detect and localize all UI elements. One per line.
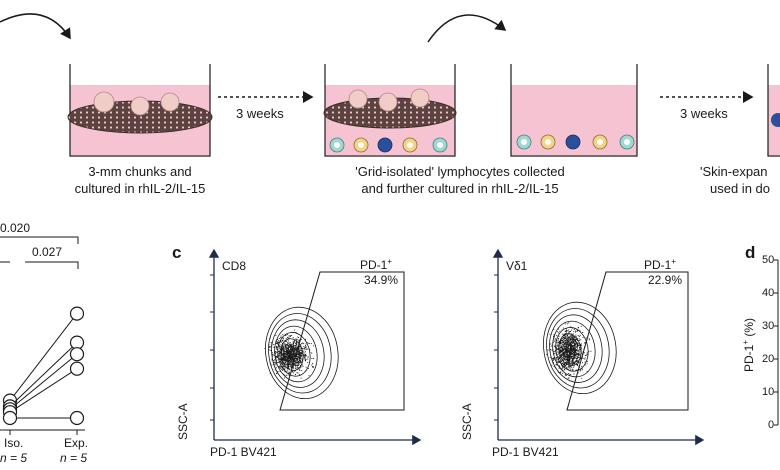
culture-well-4-partial xyxy=(767,64,780,157)
step1-caption-line1: 3-mm chunks and xyxy=(88,164,192,179)
panel-d-tick-0: 0 xyxy=(768,419,775,431)
step1-caption-line2: cultured in rhIL-2/IL-15 xyxy=(74,181,206,196)
contour-ring xyxy=(558,333,582,366)
step2-caption: 'Grid-isolated' lymphocytes collected an… xyxy=(330,163,590,197)
step3-caption-line1: 'Skin-expan xyxy=(700,164,768,179)
panel-d-tick-40: 40 xyxy=(762,287,775,299)
gate-1 xyxy=(279,271,405,411)
contour-ring xyxy=(271,319,325,388)
panel-d-y-label-unit: (%) xyxy=(742,317,756,340)
panel-d-y-label: PD-1+ (%) xyxy=(741,318,756,372)
plot1-x-label: PD-1 BV421 xyxy=(210,445,277,459)
contour-ring xyxy=(555,327,589,372)
panel-d-tick-50: 50 xyxy=(762,254,775,266)
culture-well-1 xyxy=(67,64,213,157)
contour-ring xyxy=(549,314,603,383)
scatter-dots xyxy=(264,329,315,379)
plot1-y-label: SSC-A xyxy=(176,403,190,440)
culture-well-2 xyxy=(323,64,457,157)
panel-c-letter: c xyxy=(172,243,182,262)
flow-plot-1-axes xyxy=(208,248,422,446)
step3-caption-line2: used in do xyxy=(710,181,770,196)
arrow2-label: 3 weeks xyxy=(680,106,728,121)
plot1-gate-label: PD-1+ xyxy=(360,257,392,272)
contour-ring xyxy=(277,332,311,377)
data-point-exp-4 xyxy=(69,410,85,426)
panel-d-y-label-text: PD-1 xyxy=(742,344,756,372)
pair-line-3 xyxy=(9,368,78,413)
panel-d-letter: d xyxy=(745,243,756,262)
pvalue-1: 0.020 xyxy=(0,221,31,235)
panel-d-y-label-sup: + xyxy=(741,339,750,345)
pair-line-0 xyxy=(9,313,78,401)
culture-well-3 xyxy=(510,64,638,157)
flow-density-2 xyxy=(543,301,617,395)
panel-d-tick-30: 30 xyxy=(762,320,775,332)
plot1-gate-pct: 34.9% xyxy=(364,273,399,287)
plot2-gate-label: PD-1+ xyxy=(644,257,676,272)
group-n-iso: n = 5 xyxy=(0,451,28,465)
panel-d-tick-10: 10 xyxy=(762,386,775,398)
pair-line-2 xyxy=(9,353,78,410)
plot2-gate-pct: 22.9% xyxy=(648,273,683,287)
plot1-population: CD8 xyxy=(222,259,247,273)
plot2-gate-sup: + xyxy=(671,257,677,266)
group-label-exp: Exp. xyxy=(64,436,89,450)
panel-d-tick-20: 20 xyxy=(762,353,775,365)
data-point-exp-3 xyxy=(69,361,85,376)
group-n-exp: n = 5 xyxy=(60,451,88,465)
gate-2 xyxy=(566,271,689,411)
flow-plot-2-axes xyxy=(492,248,705,446)
contour-ring xyxy=(265,306,339,400)
plot2-y-label: SSC-A xyxy=(460,403,474,440)
plot2-gate-name: PD-1 xyxy=(644,258,672,272)
flow-plot-2-y-ticks xyxy=(494,274,498,421)
data-point-exp-2 xyxy=(69,347,85,362)
pvalue-2: 0.027 xyxy=(32,245,63,259)
plot2-population: Vδ1 xyxy=(506,259,528,273)
plot1-gate-sup: + xyxy=(387,257,393,266)
plot2-x-label: PD-1 BV421 xyxy=(492,445,559,459)
arrow1-label: 3 weeks xyxy=(236,106,284,121)
step3-caption: 'Skin-expan used in do xyxy=(700,163,780,197)
curved-arrow-1 xyxy=(0,13,71,40)
contour-ring xyxy=(552,320,596,378)
contour-ring xyxy=(280,338,304,371)
step2-caption-line1: 'Grid-isolated' lymphocytes collected xyxy=(355,164,565,179)
contour-ring xyxy=(274,325,318,383)
contour-ring xyxy=(546,308,610,389)
contour-ring xyxy=(268,313,332,394)
flow-plot-1-y-ticks xyxy=(210,274,214,421)
curved-arrow-2 xyxy=(427,14,507,43)
step1-caption: 3-mm chunks and cultured in rhIL-2/IL-15 xyxy=(60,163,220,197)
significance-brackets xyxy=(0,236,79,269)
step2-caption-line2: and further cultured in rhIL-2/IL-15 xyxy=(361,181,559,196)
group-label-iso: Iso. xyxy=(4,436,24,450)
data-point-iso-4 xyxy=(2,410,18,426)
paired-dot-plot xyxy=(2,306,85,426)
plot1-gate-name: PD-1 xyxy=(360,258,388,272)
panel-d-ticks xyxy=(774,259,778,426)
data-point-exp-0 xyxy=(69,306,85,321)
flow-density-1 xyxy=(264,306,339,400)
contour-ring xyxy=(543,301,617,395)
pair-line-1 xyxy=(9,342,78,407)
